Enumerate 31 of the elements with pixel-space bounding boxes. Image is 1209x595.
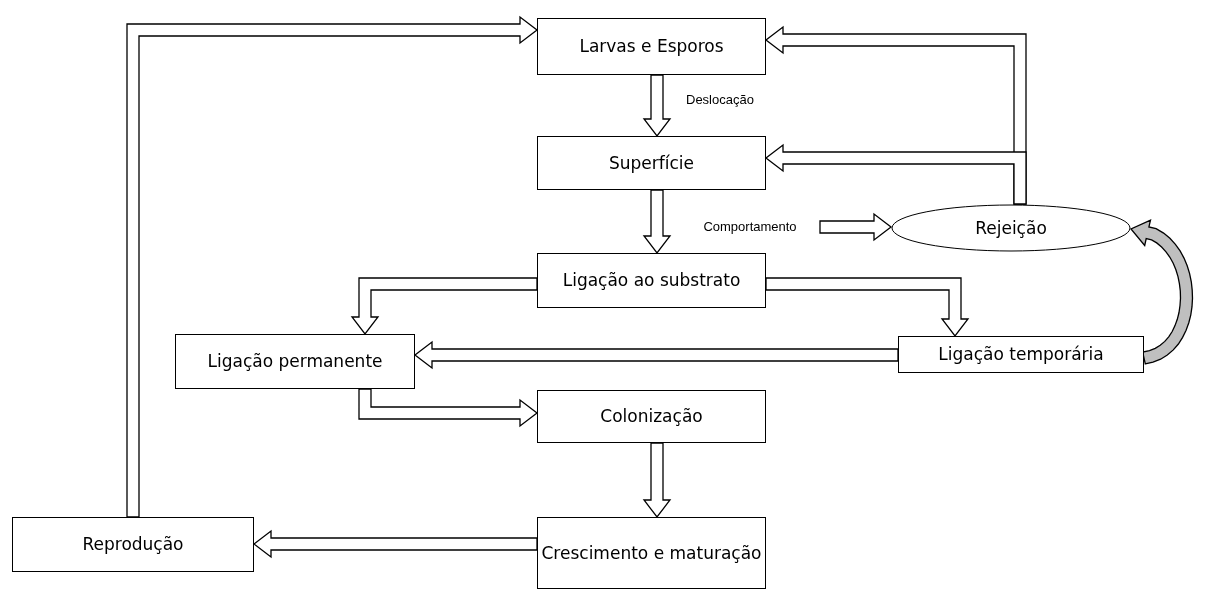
node-text: Ligação permanente [207,350,383,373]
block-arrow [358,388,539,428]
node-text: Colonização [600,405,703,428]
node-text: Crescimento e maturação [541,541,762,565]
process-box [898,336,1144,373]
block-arrow [764,143,1027,205]
node-text: Ligação temporária [938,343,1104,366]
decision-ellipse [891,204,1131,252]
process-box [537,18,766,75]
block-arrow [126,15,539,518]
node-text: Ligação ao substrato [562,269,741,292]
process-box [537,517,766,589]
block-arrow [642,74,672,138]
block-arrow [350,277,538,336]
node-text: Superfície [608,151,694,175]
process-box [537,253,766,308]
block-arrow [642,442,672,519]
process-box [537,390,766,443]
node-text: Comportamento [703,218,797,236]
block-arrow [819,212,893,242]
block-arrow [252,529,538,559]
edge-label: Deslocação [686,92,754,107]
node-text: Rejeição [975,216,1047,240]
block-arrow [642,189,672,255]
block-arrow [413,340,899,370]
block-arrow [765,277,970,338]
process-box [175,334,415,389]
node-text: Reprodução [82,533,184,556]
process-box [537,136,766,190]
node-text: Larvas e Esporos [579,35,724,58]
process-box [12,517,254,572]
